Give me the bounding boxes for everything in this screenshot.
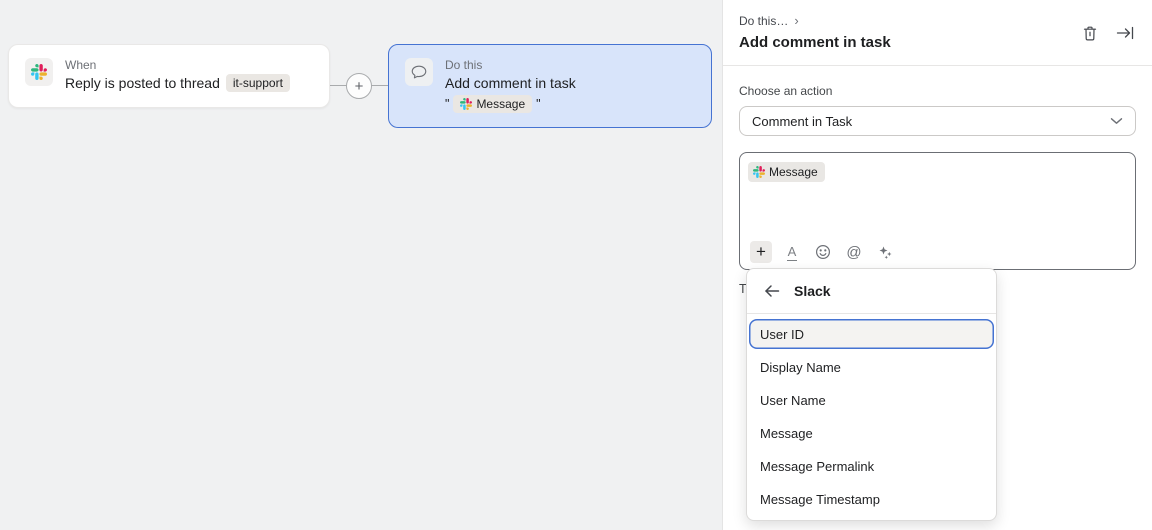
slack-badge bbox=[25, 58, 53, 86]
trash-icon[interactable] bbox=[1081, 24, 1099, 42]
action-kicker: Do this bbox=[445, 58, 483, 72]
menu-item-display-name[interactable]: Display Name bbox=[760, 359, 841, 375]
panel-header: Do this… › Add comment in task bbox=[723, 0, 1152, 66]
breadcrumb[interactable]: Do this… › bbox=[739, 14, 1136, 28]
trigger-card[interactable]: When Reply is posted to thread it-suppor… bbox=[8, 44, 330, 108]
open-quote: " bbox=[445, 97, 450, 111]
menu-item-user-id[interactable]: User ID bbox=[749, 319, 994, 349]
speech-bubble-icon bbox=[411, 65, 427, 79]
slack-icon bbox=[460, 98, 473, 110]
editor-toolbar: + A @ bbox=[750, 241, 896, 263]
chip-label: Message bbox=[476, 97, 526, 111]
comment-editor[interactable]: Message + A @ bbox=[739, 152, 1136, 270]
breadcrumb-label: Do this… bbox=[739, 14, 789, 28]
variable-menu-title: Slack bbox=[794, 283, 831, 299]
chip-label: Message bbox=[769, 165, 818, 179]
comment-badge bbox=[405, 58, 433, 86]
action-select[interactable]: Comment in Task bbox=[739, 106, 1136, 136]
channel-chip: it-support bbox=[225, 74, 290, 92]
action-card-selected[interactable]: Do this Add comment in task " Message " bbox=[388, 44, 712, 128]
slack-icon bbox=[753, 166, 765, 178]
chevron-down-icon bbox=[1110, 118, 1123, 124]
action-value-preview: " Message " bbox=[445, 95, 576, 113]
close-quote: " bbox=[536, 97, 541, 111]
back-arrow-icon[interactable] bbox=[763, 282, 781, 300]
page-title: Add comment in task bbox=[739, 34, 891, 51]
emoji-icon[interactable] bbox=[812, 241, 834, 263]
message-variable-chip[interactable]: Message bbox=[748, 162, 825, 182]
trigger-title: Reply is posted to thread bbox=[65, 75, 220, 91]
mention-icon[interactable]: @ bbox=[846, 243, 862, 261]
header-actions bbox=[1081, 24, 1134, 42]
clipped-field-label: T bbox=[739, 282, 747, 296]
menu-item-message-permalink[interactable]: Message Permalink bbox=[760, 458, 875, 474]
variable-menu-header: Slack bbox=[747, 269, 996, 314]
trigger-card-text: When Reply is posted to thread it-suppor… bbox=[65, 58, 290, 94]
slack-icon bbox=[31, 64, 47, 80]
menu-item-message[interactable]: Message bbox=[760, 425, 813, 441]
workflow-canvas[interactable]: + When Reply is posted to thread it-supp… bbox=[0, 0, 722, 530]
action-title: Add comment in task bbox=[445, 75, 576, 91]
panel-body: Choose an action Comment in Task Message… bbox=[723, 66, 1152, 296]
add-step-button[interactable]: + bbox=[346, 73, 372, 99]
choose-action-label: Choose an action bbox=[739, 84, 833, 98]
insert-variable-button[interactable]: + bbox=[750, 241, 772, 263]
trigger-kicker: When bbox=[65, 58, 97, 72]
message-variable-chip: Message bbox=[453, 95, 533, 113]
text-format-icon[interactable]: A bbox=[786, 243, 798, 261]
action-card-text: Do this Add comment in task " Message " bbox=[445, 58, 576, 114]
menu-item-message-timestamp[interactable]: Message Timestamp bbox=[760, 491, 880, 507]
ai-sparkle-icon[interactable] bbox=[874, 241, 896, 263]
chevron-right-icon: › bbox=[794, 13, 799, 28]
menu-item-user-name[interactable]: User Name bbox=[760, 392, 826, 408]
action-select-value: Comment in Task bbox=[752, 113, 853, 129]
collapse-panel-icon[interactable] bbox=[1116, 24, 1134, 42]
